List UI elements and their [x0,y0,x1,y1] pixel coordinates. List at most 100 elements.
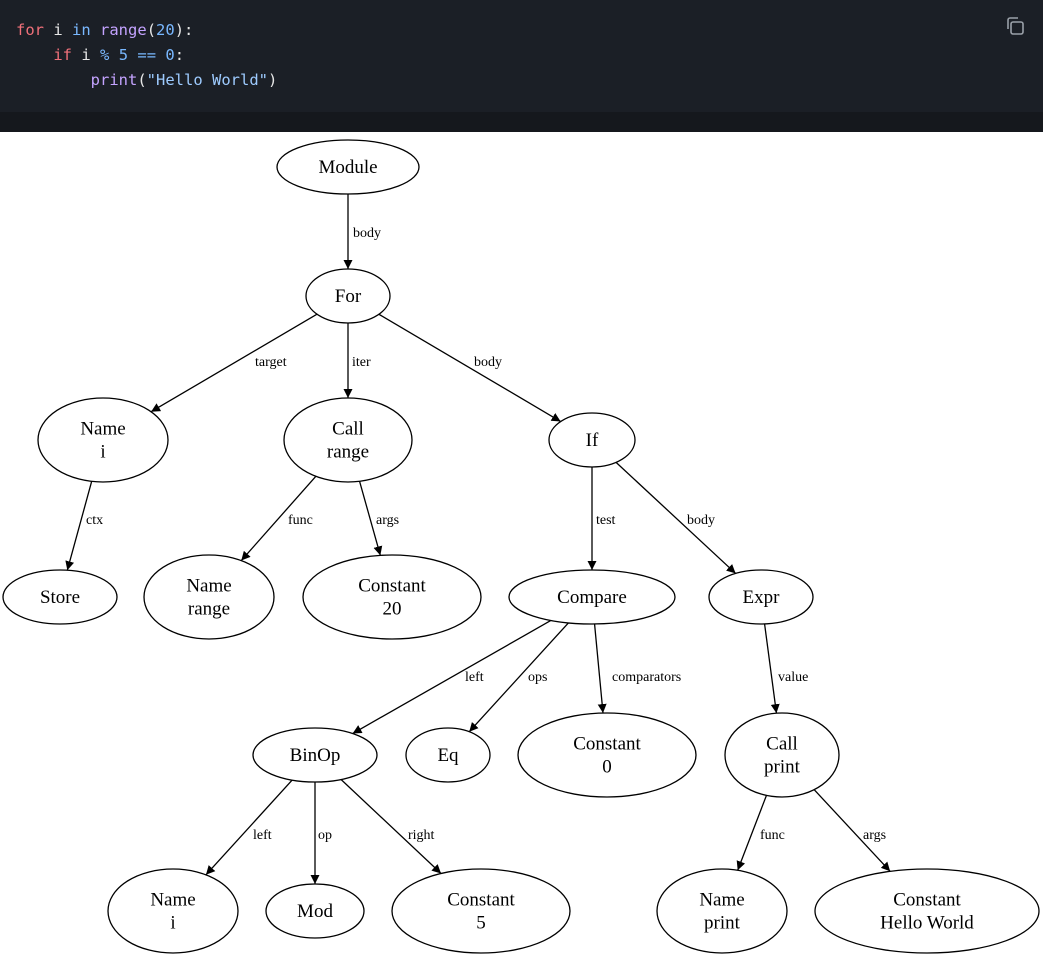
node-label: Eq [437,745,459,766]
edge-name_i-store [65,481,93,571]
node-eq: Eq [405,727,491,783]
node-label: Call [766,734,798,755]
node-label: 5 [476,913,486,934]
node-label: Name [186,576,231,597]
code-text: for i in range(20): if i % 5 == 0: print… [16,18,277,93]
edge-binop-name_i2 [205,779,293,876]
edge-label-target: target [255,355,287,370]
code-token: ) [268,71,278,89]
node-ellipse [37,397,169,483]
edge-label-args: args [863,828,886,843]
node-label: Constant [447,890,515,911]
node-label: Expr [743,587,781,608]
node-label: Name [699,890,744,911]
node-ellipse [508,569,676,625]
operator-eq: == [137,46,157,64]
code-block: for i in range(20): if i % 5 == 0: print… [0,0,1043,132]
node-ellipse [283,397,413,483]
node-label: Constant [358,576,426,597]
node-label: print [704,913,741,934]
number-5: 5 [118,46,129,64]
number-20: 20 [156,21,175,39]
node-label: Compare [557,587,627,608]
node-ellipse [2,569,118,625]
node-ellipse [391,868,571,954]
node-label: i [100,442,105,463]
edge-if-expr [615,461,737,574]
node-for: For [305,268,391,324]
edge-label-args: args [376,513,399,528]
node-label: If [586,430,599,451]
code-line-3: print("Hello World") [16,71,278,89]
edge-label-op: op [318,828,332,843]
keyword-if: if [53,46,72,64]
node-store: Store [2,569,118,625]
node-label: Store [40,587,80,608]
node-binop: BinOp [252,727,378,783]
edge-label-ctx: ctx [86,513,103,528]
code-token: : [174,46,185,64]
edge-call_print-name_print [736,795,768,871]
number-0: 0 [165,46,175,64]
node-module: Module [276,139,420,195]
edge-label-right: right [408,828,435,843]
edge-compare-const_0 [593,623,607,714]
code-token: i [44,21,72,39]
edge-label-value: value [778,670,808,685]
node-label: range [188,599,230,620]
code-line-1: for i in range(20): [16,21,193,39]
node-label: Name [150,890,195,911]
edge-label-left: left [253,828,272,843]
edge-label-func: func [760,828,785,843]
edge-label-comparators: comparators [612,670,681,685]
node-ellipse [548,412,636,468]
edge-for-if [378,313,561,423]
edge-call_range-const_20 [358,481,383,556]
node-label: Hello World [880,913,974,934]
node-ellipse [252,727,378,783]
keyword-in: in [72,21,91,39]
edge-call_range-name_range [240,475,317,561]
edge-label-ops: ops [528,670,547,685]
edge-call_print-const_hw [813,789,891,872]
node-label: 20 [383,599,402,620]
node-label: Call [332,419,364,440]
function-print: print [90,71,138,89]
edge-label-body: body [474,355,502,370]
node-ellipse [708,569,814,625]
node-ellipse [143,554,275,640]
node-label: Name [80,419,125,440]
node-label: Module [318,157,377,178]
node-ellipse [656,868,788,954]
code-line-2: if i % 5 == 0: [16,46,184,64]
edge-label-test: test [596,513,616,528]
node-ellipse [302,554,482,640]
node-ellipse [814,868,1040,954]
copy-icon[interactable] [1003,14,1027,38]
edge-label-left: left [465,670,484,685]
node-ellipse [724,712,840,798]
node-ellipse [405,727,491,783]
node-compare: Compare [508,569,676,625]
node-ellipse [517,712,697,798]
node-label: Constant [573,734,641,755]
operator-mod: % [100,46,110,64]
edge-compare-binop [352,619,552,735]
node-mod: Mod [265,883,365,939]
edge-compare-eq [468,622,569,733]
node-label: i [170,913,175,934]
node-label: range [327,442,369,463]
edge-label-func: func [288,513,313,528]
edge-expr-call_print [763,623,780,714]
node-ellipse [276,139,420,195]
code-token: ( [146,21,157,39]
node-label: BinOp [290,745,341,766]
